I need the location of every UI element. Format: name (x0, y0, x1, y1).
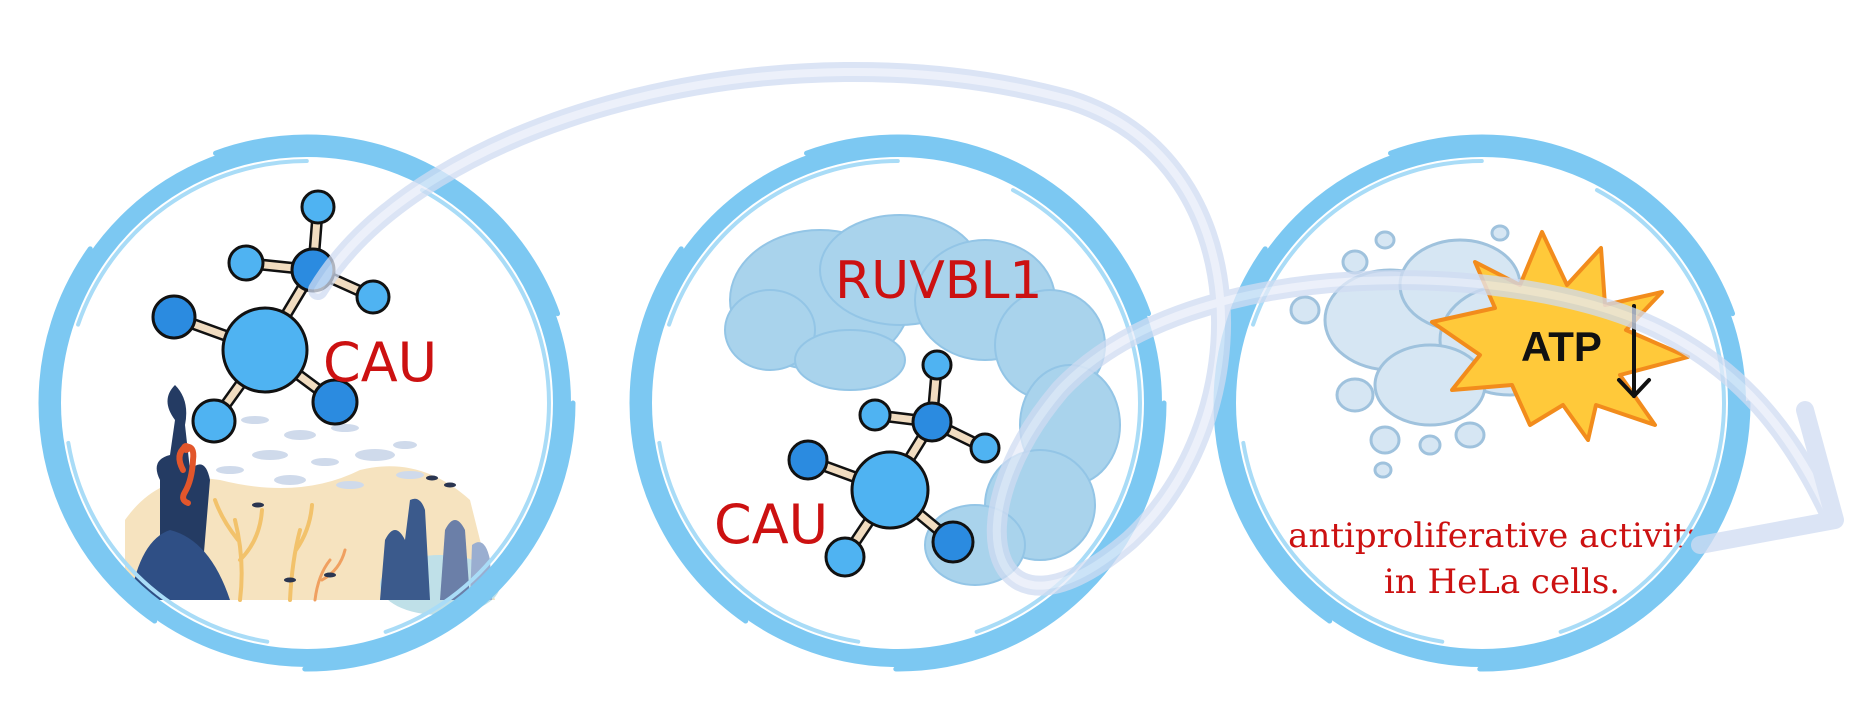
molecule-label: CAU (714, 493, 828, 556)
fish-icon (444, 482, 456, 488)
fish-icon (252, 450, 288, 460)
seahorse-icon (176, 443, 197, 506)
caption-line-2: in HeLa cells. (1384, 562, 1620, 602)
fish-icon (396, 471, 424, 479)
fish-school (216, 416, 424, 489)
panel-left: CAU (125, 189, 500, 615)
fish-icon (355, 449, 395, 461)
caption-line-1: antiproliferative activity (1288, 516, 1706, 556)
fish-icon (331, 424, 359, 432)
fish-icon (336, 481, 364, 489)
panel-middle: RUVBL1 (714, 214, 1121, 586)
fish-icon (241, 416, 269, 424)
ring-middle (629, 134, 1167, 672)
coral-reef-illustration (125, 385, 500, 615)
fish-icon (426, 475, 438, 481)
fish-icon (284, 577, 296, 583)
fish-icon (284, 430, 316, 440)
ring-left (38, 134, 576, 672)
fish-small-dark (252, 475, 456, 583)
protein-label: RUVBL1 (835, 251, 1043, 311)
fish-icon (274, 475, 306, 485)
atp-label: ATP (1521, 323, 1602, 370)
molecule-label: CAU (323, 331, 437, 394)
molecule-icon (151, 189, 391, 444)
flow-arrow-icon (308, 62, 1844, 596)
fish-icon (324, 572, 336, 578)
fish-icon (393, 441, 417, 449)
fish-icon (311, 458, 339, 466)
molecule-icon (787, 349, 1001, 578)
fish-icon (252, 502, 264, 508)
fish-icon (216, 466, 244, 474)
